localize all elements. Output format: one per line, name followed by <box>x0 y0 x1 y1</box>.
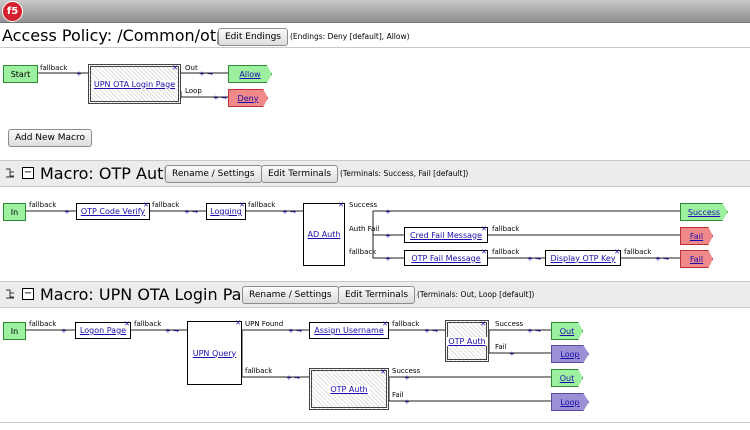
branch-label: Auth Fail <box>349 225 380 233</box>
branch-label: Out <box>185 64 198 72</box>
branch-label: Fail <box>495 343 507 351</box>
ending-allow[interactable]: Allow <box>228 65 272 83</box>
divider <box>0 47 750 48</box>
svg-text:+ →: + → <box>199 70 213 78</box>
branch-label: fallback <box>349 248 377 256</box>
otp-auth-macro-node[interactable]: OTP Auth✕ <box>445 320 489 362</box>
macro-title: Macro: UPN OTA Login Page <box>40 285 262 304</box>
ad-auth-node[interactable]: AD Auth✕ <box>303 201 345 266</box>
svg-text:+: + <box>404 398 410 406</box>
start-node: Start <box>3 65 38 83</box>
collapse-icon[interactable]: − <box>22 288 34 300</box>
branch-label: UPN Found <box>245 320 284 328</box>
close-icon[interactable]: ✕ <box>239 201 245 209</box>
edit-terminals-button[interactable]: Edit Terminals <box>338 286 416 304</box>
close-icon[interactable]: ✕ <box>382 320 388 328</box>
svg-text:+: + <box>404 374 410 382</box>
branch-label: fallback <box>152 201 180 209</box>
branch-label: fallback <box>40 64 68 72</box>
otp-auth-macro-node[interactable]: OTP Auth✕ <box>309 368 389 410</box>
macro-header-otp-auth: − Macro: OTP Auth Rename / Settings Edit… <box>0 160 750 187</box>
close-icon[interactable]: ✕ <box>124 320 130 328</box>
terminal-success[interactable]: Success <box>680 203 728 221</box>
rename-settings-button[interactable]: Rename / Settings <box>165 165 262 183</box>
top-bar: f5 <box>0 0 750 23</box>
branch-label: Loop <box>185 87 202 95</box>
svg-text:+: + <box>385 232 391 240</box>
branch-label: fallback <box>624 248 652 256</box>
branch-label: Success <box>392 367 421 375</box>
svg-text:+: + <box>61 327 67 335</box>
svg-text:+ →: + → <box>527 327 541 335</box>
terminal-out[interactable]: Out <box>551 369 583 387</box>
add-new-macro-button[interactable]: Add New Macro <box>8 129 93 147</box>
f5-logo: f5 <box>2 1 23 22</box>
assign-username-node[interactable]: Assign Username✕ <box>309 320 389 339</box>
macro-tree-icon <box>6 289 14 299</box>
logon-page-node[interactable]: Logon Page✕ <box>75 320 131 339</box>
svg-text:+: + <box>385 208 391 216</box>
close-icon[interactable]: ✕ <box>481 248 487 256</box>
svg-text:+ →: + → <box>424 327 438 335</box>
svg-text:+ →: + → <box>213 94 227 102</box>
branch-label: fallback <box>492 225 520 233</box>
branch-label: Fail <box>392 391 404 399</box>
close-icon[interactable]: ✕ <box>380 368 386 376</box>
svg-text:+ →: + → <box>165 327 179 335</box>
close-icon[interactable]: ✕ <box>235 319 241 327</box>
terminal-loop[interactable]: Loop <box>551 393 589 411</box>
branch-label: fallback <box>134 320 162 328</box>
branch-label: fallback <box>392 320 420 328</box>
svg-text:+: + <box>385 255 391 263</box>
edit-endings-button[interactable]: Edit Endings <box>218 28 288 46</box>
branch-label: fallback <box>492 248 520 256</box>
svg-text:+ →: + → <box>288 327 302 335</box>
collapse-icon[interactable]: − <box>22 167 34 179</box>
cred-fail-message-node[interactable]: Cred Fail Message✕ <box>404 225 488 243</box>
divider <box>0 422 750 423</box>
branch-label: fallback <box>248 201 276 209</box>
close-icon[interactable]: ✕ <box>614 248 620 256</box>
terminals-info: (Terminals: Success, Fail [default]) <box>340 169 469 178</box>
close-icon[interactable]: ✕ <box>143 201 149 209</box>
svg-text:+ →: + → <box>184 208 198 216</box>
logging-node[interactable]: Logging✕ <box>206 201 246 220</box>
svg-text:+ →: + → <box>655 255 669 263</box>
svg-text:+: + <box>509 350 515 358</box>
macro-in-node: In <box>3 322 26 340</box>
otp-code-verify-node[interactable]: OTP Code Verify✕ <box>76 201 150 220</box>
close-icon[interactable]: ✕ <box>480 320 486 328</box>
macro-tree-icon <box>6 168 14 178</box>
terminal-loop[interactable]: Loop <box>551 345 589 363</box>
svg-text:+ →: + → <box>286 374 300 382</box>
svg-text:+: + <box>64 208 70 216</box>
terminal-fail[interactable]: Fail <box>680 227 713 245</box>
display-otp-key-node[interactable]: Display OTP Key✕ <box>545 248 621 266</box>
close-icon[interactable]: ✕ <box>338 201 344 209</box>
ending-deny[interactable]: Deny <box>228 89 268 107</box>
svg-text:+ →: + → <box>527 255 541 263</box>
upn-query-node[interactable]: UPN Query✕ <box>187 319 242 385</box>
close-icon[interactable]: ✕ <box>481 225 487 233</box>
terminal-fail[interactable]: Fail <box>680 250 713 268</box>
terminals-info: (Terminals: Out, Loop [default]) <box>417 290 535 299</box>
svg-text:+ →: + → <box>282 208 296 216</box>
branch-label: fallback <box>29 320 57 328</box>
close-icon[interactable]: ✕ <box>172 64 178 72</box>
upn-ota-login-page-node[interactable]: UPN OTA Login Page✕ <box>88 64 181 104</box>
page-title: Access Policy: /Common/otp_ap <box>2 26 255 45</box>
branch-label: Success <box>349 201 378 209</box>
branch-label: Success <box>495 320 524 328</box>
endings-info: (Endings: Deny [default], Allow) <box>290 32 410 41</box>
branch-label: fallback <box>245 367 273 375</box>
branch-label: fallback <box>29 201 57 209</box>
otp-fail-message-node[interactable]: OTP Fail Message✕ <box>404 248 488 266</box>
terminal-out[interactable]: Out <box>551 322 583 340</box>
macro-in-node: In <box>3 203 26 221</box>
macro-title: Macro: OTP Auth <box>40 164 174 183</box>
macro-header-upn-ota: − Macro: UPN OTA Login Page Rename / Set… <box>0 281 750 308</box>
edit-terminals-button[interactable]: Edit Terminals <box>261 165 339 183</box>
svg-text:+: + <box>76 70 82 78</box>
